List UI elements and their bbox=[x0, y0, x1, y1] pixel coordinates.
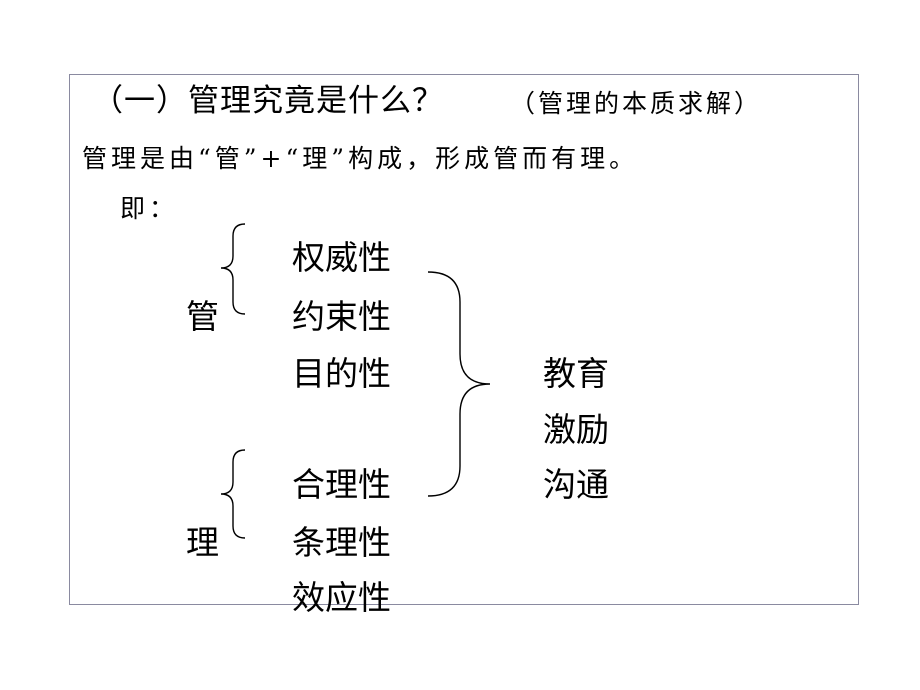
guan-attribute-3: 目的性 bbox=[292, 354, 391, 393]
content-frame bbox=[69, 74, 859, 605]
method-2: 激励 bbox=[543, 410, 609, 449]
li-attribute-3: 效应性 bbox=[292, 578, 391, 617]
section-subtitle: （管理的本质求解） bbox=[510, 89, 763, 118]
guan-label: 管 bbox=[186, 297, 219, 336]
methods-right-brace bbox=[427, 271, 491, 497]
definition-text: 管理是由“管”+“理”构成，形成管而有理。 bbox=[82, 144, 639, 173]
li-attribute-2: 条理性 bbox=[292, 523, 391, 562]
guan-attribute-2: 约束性 bbox=[292, 297, 391, 336]
guan-attribute-1: 权威性 bbox=[292, 238, 391, 277]
method-1: 教育 bbox=[543, 354, 609, 393]
ie-label: 即： bbox=[120, 194, 179, 223]
section-title: （一）管理究竟是什么？ bbox=[92, 83, 444, 119]
method-3: 沟通 bbox=[543, 465, 609, 504]
li-label: 理 bbox=[186, 523, 219, 562]
guan-left-brace bbox=[220, 223, 246, 315]
li-left-brace bbox=[220, 449, 246, 539]
li-attribute-1: 合理性 bbox=[292, 465, 391, 504]
